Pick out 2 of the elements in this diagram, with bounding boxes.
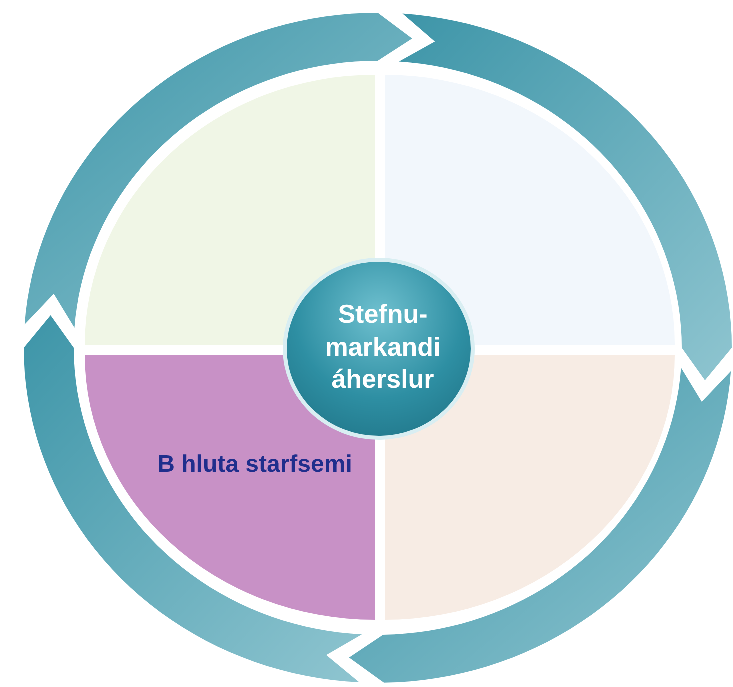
node-text: Stefnu- markandi áherslur [324, 298, 442, 396]
node-text: B hluta starfsemi [156, 450, 354, 480]
